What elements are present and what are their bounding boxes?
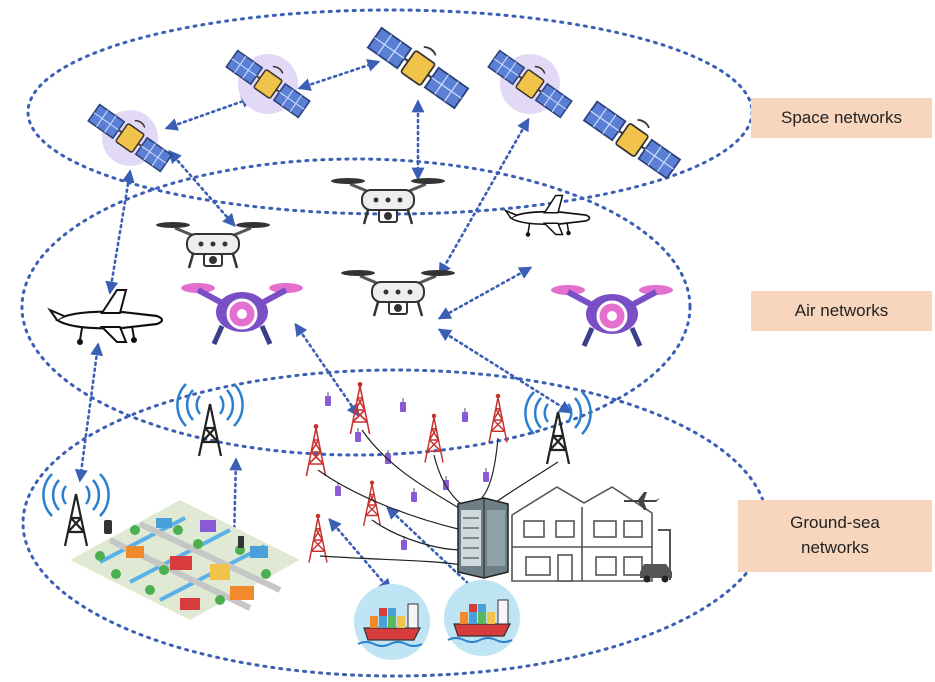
satellite-icon	[224, 42, 316, 120]
satellite-icon	[365, 17, 476, 111]
network-cables	[317, 429, 559, 566]
air-networks-label: Air networks	[751, 291, 932, 331]
ground-sea-label-line1: Ground-sea	[790, 513, 880, 533]
link-drone4-tower	[437, 328, 573, 414]
link-sat1-uav1	[105, 169, 135, 295]
military-uav-icon	[504, 194, 591, 238]
wifi-signal-icon	[524, 390, 592, 466]
link-drone3-tower	[294, 322, 360, 418]
cell-tower-icon	[308, 513, 328, 564]
car-icon	[640, 564, 672, 583]
cell-tower-icon	[305, 423, 327, 477]
link-sat1-drone1	[168, 150, 236, 227]
ground-sea-label-line2: networks	[800, 538, 870, 557]
link-uav1-city	[74, 342, 104, 483]
satellite-icon	[86, 96, 178, 174]
link-tower-ship1	[328, 518, 392, 592]
cell-tower-icon	[362, 479, 382, 527]
link-uav2-drone4	[437, 266, 533, 320]
wifi-signal-icon	[42, 472, 110, 548]
server-rack-icon	[457, 497, 509, 579]
link-sat4-drone4	[438, 117, 530, 277]
space-networks-label: Space networks	[751, 98, 932, 138]
city-icon	[70, 500, 300, 620]
airplane-icon	[624, 492, 660, 510]
quadcopter-drone-icon	[329, 176, 447, 226]
quadcopter-drone-icon	[181, 283, 303, 344]
ship-icon	[443, 579, 521, 657]
military-uav-icon	[48, 288, 164, 347]
ground-sea-networks-label: Ground-sea networks	[738, 500, 932, 572]
air-layer-ellipse	[20, 157, 692, 457]
ship-icon	[353, 583, 431, 661]
quadcopter-drone-icon	[154, 220, 272, 270]
quadcopter-drone-icon	[551, 285, 673, 346]
street-lamp-icon	[658, 529, 671, 580]
cell-tower-icon	[488, 393, 508, 444]
link-tower-city	[227, 457, 243, 543]
link-sat2-sat3	[297, 59, 381, 91]
satellite-icon	[486, 42, 578, 120]
link-sat1-sat2	[164, 95, 255, 131]
quadcopter-drone-icon	[339, 268, 457, 318]
satellite-icon	[582, 91, 688, 181]
